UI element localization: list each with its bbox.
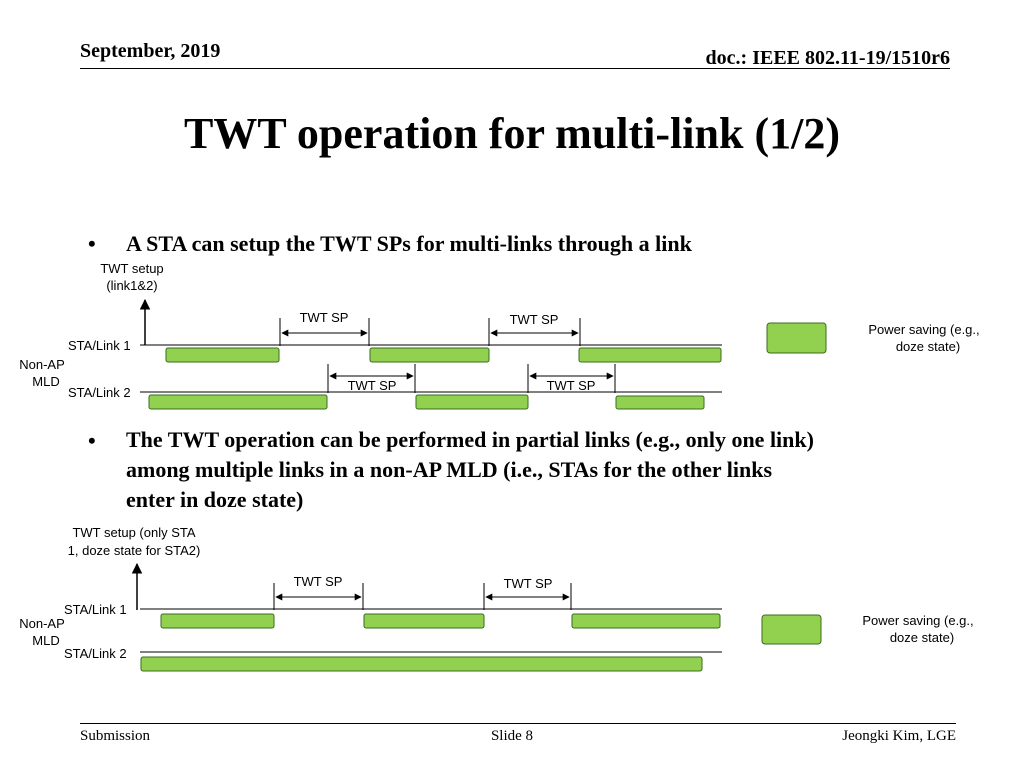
header-doc-id: doc.: IEEE 802.11-19/1510r6 (705, 47, 950, 69)
d1-link1-power-saving-1 (165, 347, 280, 363)
d2-setup-label-line-2: 1, doze state for STA2) (68, 543, 201, 558)
d2-link1-power-saving-3 (571, 613, 721, 629)
d2-legend-swatch (761, 614, 822, 645)
d2-link2-power-saving (140, 656, 703, 672)
d1-setup-label-line-1: TWT setup (100, 261, 163, 276)
d1-link2-power-saving-3 (615, 395, 705, 410)
d2-mld-label-line-2: MLD (32, 633, 59, 648)
d1-mld-label-line-1: Non-AP (19, 357, 65, 372)
bullet-text-2-line-2: among multiple links in a non-AP MLD (i.… (126, 457, 773, 482)
d1-link2-power-saving-1 (148, 394, 328, 410)
d1-link1-power-saving-2 (369, 347, 490, 363)
d2-setup-label-line-1: TWT setup (only STA (72, 525, 195, 540)
d1-link1-sp-label-2: TWT SP (510, 312, 559, 327)
d1-setup-label-line-2: (link1&2) (106, 278, 157, 293)
bullet-marker-1: • (88, 231, 96, 256)
d1-link1-sp-label-1: TWT SP (300, 310, 349, 325)
d2-link1-label: STA/Link 1 (64, 602, 127, 617)
bullet-text-2-line-3: enter in doze state) (126, 487, 304, 512)
d2-legend-line-1: Power saving (e.g., (862, 613, 973, 628)
footer-slide-number: Slide 8 (490, 728, 534, 744)
d1-link2-sp-label-1: TWT SP (348, 378, 397, 393)
bullet-marker-2: • (88, 428, 96, 453)
d2-legend-line-2: doze state) (890, 630, 954, 645)
bullet-text-2: The TWT operation can be performed in pa… (126, 425, 814, 515)
d1-link2-label: STA/Link 2 (68, 385, 131, 400)
d1-mld-label-line-2: MLD (32, 374, 59, 389)
d1-legend-line-2: doze state) (896, 339, 960, 354)
footer-divider (80, 723, 956, 724)
footer-author: Jeongki Kim, LGE (842, 728, 956, 744)
d1-link2-sp-label-2: TWT SP (547, 378, 596, 393)
d2-sp-label-2: TWT SP (504, 576, 553, 591)
d2-sp-label-1: TWT SP (294, 574, 343, 589)
d1-legend-swatch (766, 322, 827, 354)
d2-mld-label-line-1: Non-AP (19, 616, 65, 631)
header-date: September, 2019 (80, 40, 221, 62)
diagram-2: TWT setup (only STA 1, doze state for ST… (19, 525, 974, 672)
header-divider (80, 68, 950, 69)
d2-link2-label: STA/Link 2 (64, 646, 127, 661)
d2-link1-power-saving-2 (363, 613, 485, 629)
slide-title: TWT operation for multi-link (1/2) (184, 109, 840, 158)
d2-link1-power-saving-1 (160, 613, 275, 629)
bullet-text-2-line-1: The TWT operation can be performed in pa… (126, 427, 814, 452)
footer-submission: Submission (80, 728, 151, 744)
d1-link2-power-saving-2 (415, 394, 529, 410)
diagram-1: TWT setup (link1&2) STA/Link 1 TWT SP TW… (19, 261, 980, 410)
bullet-text-1: A STA can setup the TWT SPs for multi-li… (126, 231, 692, 256)
d1-legend-line-1: Power saving (e.g., (868, 322, 979, 337)
d1-link1-power-saving-3 (578, 347, 722, 363)
d1-link1-label: STA/Link 1 (68, 338, 131, 353)
